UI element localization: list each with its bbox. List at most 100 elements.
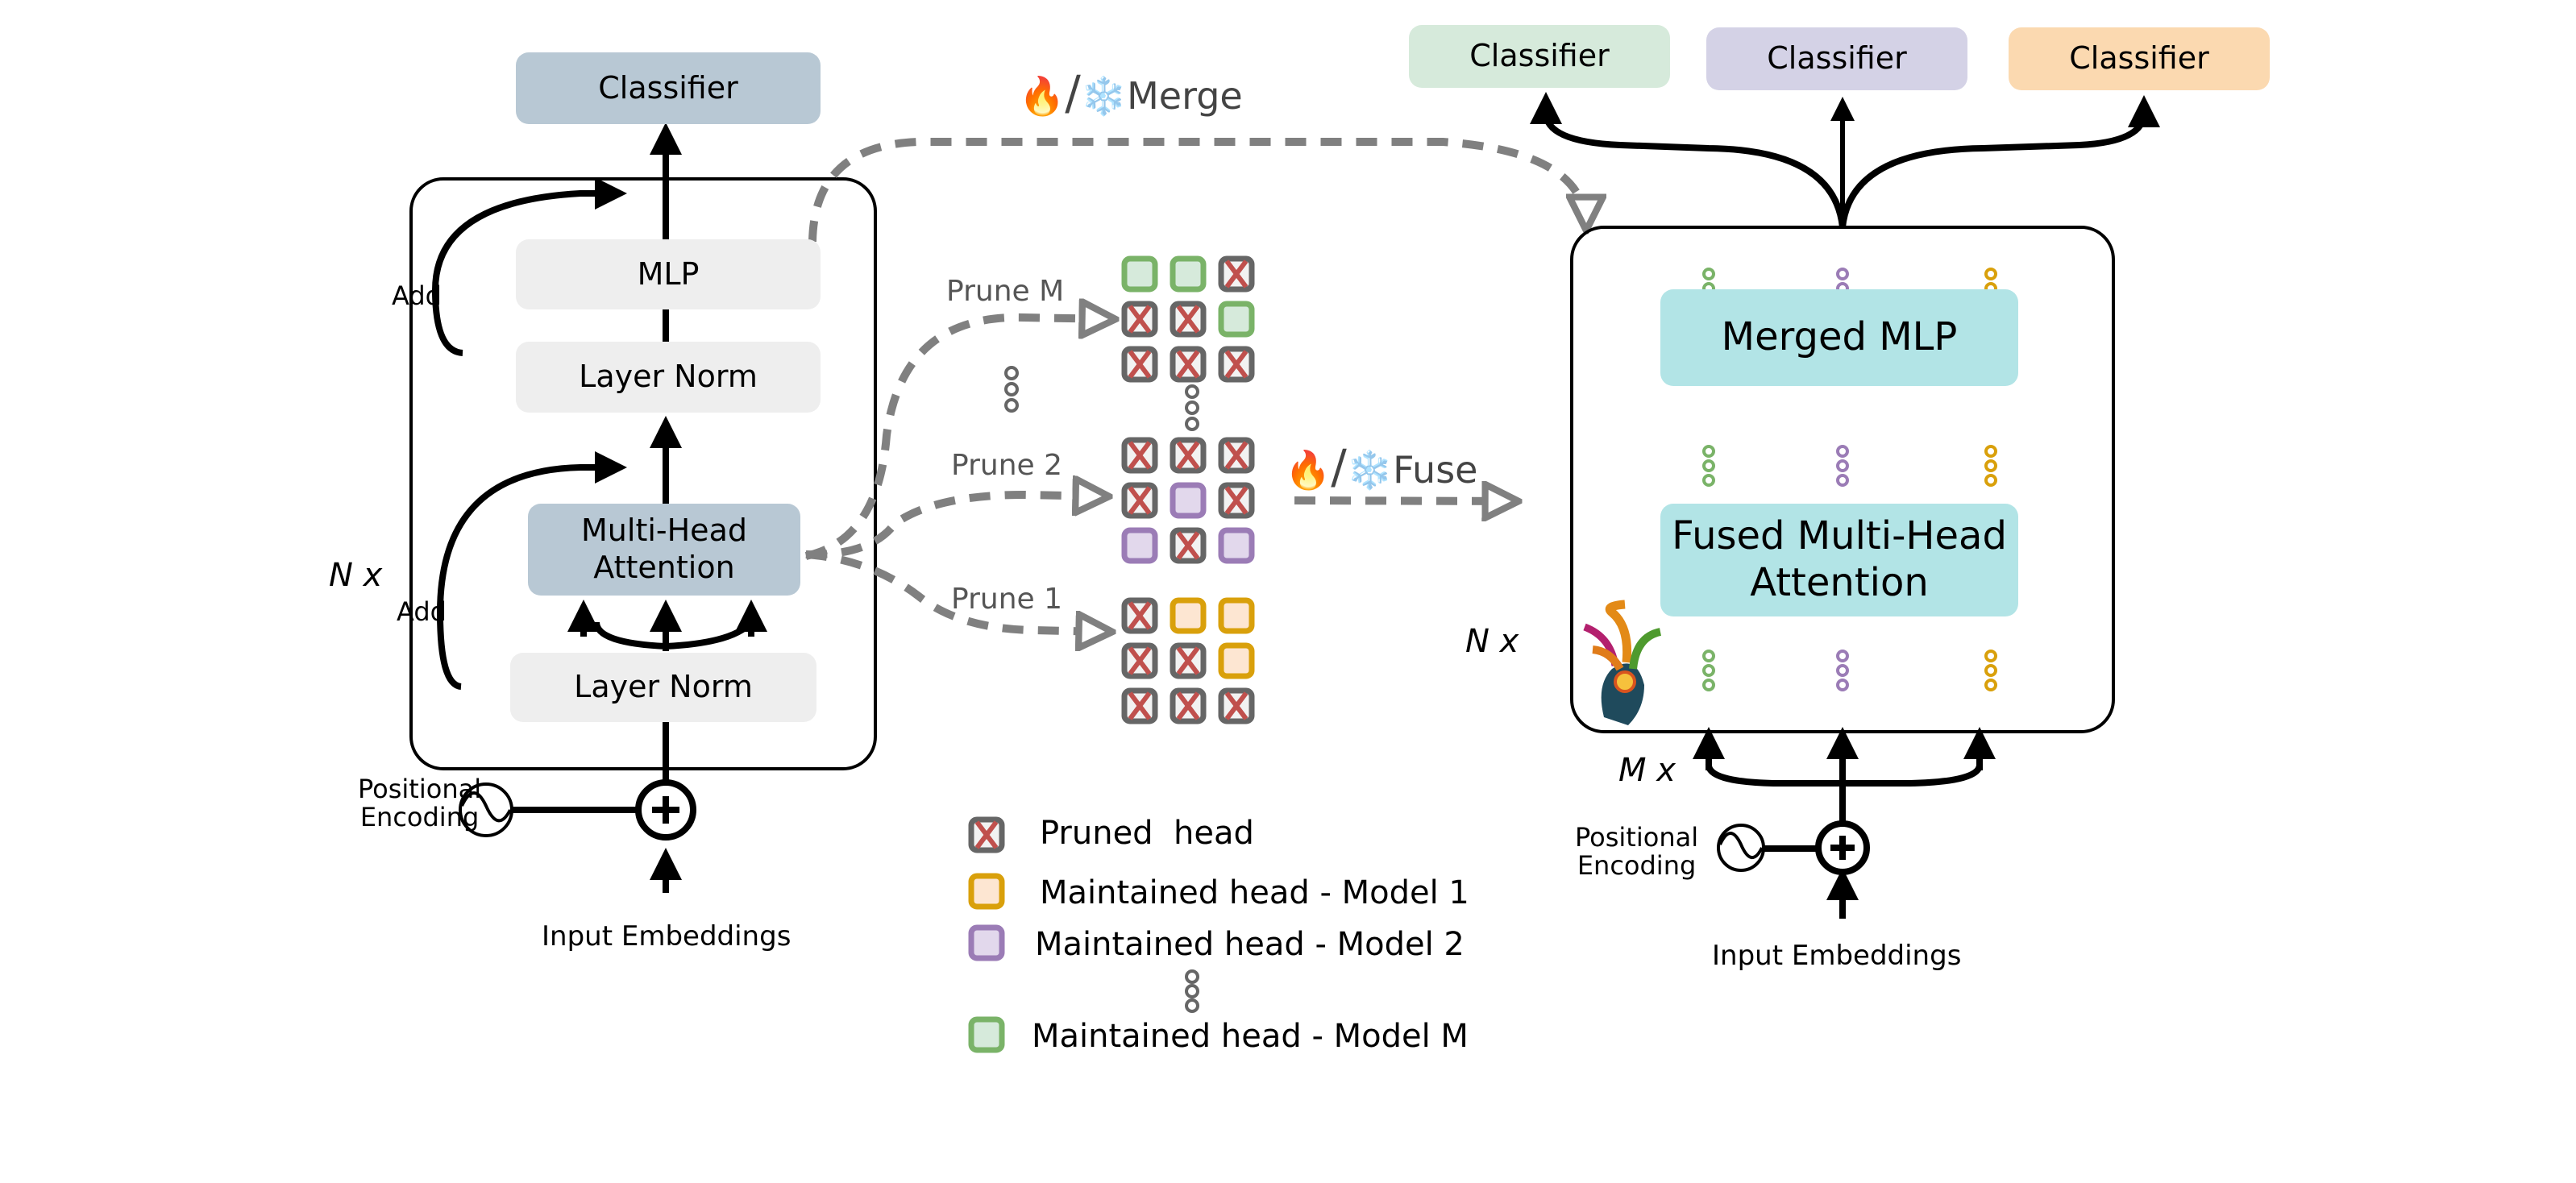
maintained-head-box [1218, 527, 1255, 564]
x-mark-icon [1224, 691, 1249, 720]
head-cell [1121, 301, 1158, 338]
classifier-box-model-m: Classifier [1409, 25, 1670, 88]
fuse-text: Fuse [1393, 448, 1478, 492]
fire-icon: 🔥 [1285, 448, 1332, 492]
snowflake-icon: ❄️ [1346, 448, 1394, 492]
snowflake-icon: ❄️ [1080, 74, 1128, 118]
head-cell [1121, 527, 1158, 564]
x-mark-icon [1224, 486, 1249, 515]
legend-icons [968, 816, 1005, 1053]
prune-2-label: Prune 2 [951, 449, 1063, 482]
fanin-curve [1706, 763, 1983, 787]
head-cell [1218, 597, 1255, 634]
maintained-head-box [968, 1016, 1005, 1053]
classifier-label: Classifier [1469, 38, 1610, 74]
hydra-icon [1583, 600, 1662, 725]
head-cell [1218, 255, 1255, 293]
positional-line2: Encoding [359, 802, 480, 833]
sine-wave [1718, 832, 1764, 859]
ellipsis-dot [1702, 650, 1715, 662]
merged-mlp-label: Merged MLP [1721, 314, 1958, 360]
left-classifier-box: Classifier [516, 52, 821, 124]
ellipsis-dot [1836, 664, 1849, 677]
ellipsis-dot [1702, 664, 1715, 677]
ellipsis-dot [1984, 445, 1997, 458]
x-mark-icon [1128, 486, 1152, 515]
x-mark-icon [1176, 441, 1200, 470]
maintained-head-box [968, 924, 1005, 961]
head-cell [1218, 437, 1255, 474]
residual-arrow-bottom [436, 451, 627, 690]
ellipsis-dot [1984, 268, 1997, 280]
x-mark-icon [1128, 350, 1152, 379]
head-cell [1121, 642, 1158, 679]
qkv-split [593, 620, 754, 652]
fused-mha-box: Fused Multi-Head Attention [1660, 504, 2018, 616]
ellipsis-dot [1836, 474, 1849, 487]
prune-m-grid [1121, 255, 1255, 383]
x-mark-icon [1224, 441, 1249, 470]
positional-line2: Encoding [1577, 850, 1697, 882]
fused-mha-line2: Attention [1750, 560, 1929, 605]
x-mark-icon [1176, 531, 1200, 560]
head-cell [1218, 527, 1255, 564]
repeat-n-label-right: N x [1465, 623, 1519, 660]
legend-icon-pruned [968, 816, 1005, 853]
head-cell [1121, 687, 1158, 724]
merge-path [808, 138, 1586, 243]
prune-1-path [805, 550, 1109, 632]
head-cell [1121, 482, 1158, 519]
hydra-neck-orange [1605, 600, 1632, 663]
dashed-flows [804, 138, 1586, 632]
right-model [1530, 92, 2160, 919]
hydra-core [1614, 670, 1636, 693]
positional-line1: Positional [358, 774, 482, 804]
ellipsis-dot [1702, 679, 1715, 691]
x-mark-icon [1176, 350, 1200, 379]
ellipsis-dots [1004, 366, 1199, 1013]
maintained-head-box [968, 873, 1005, 910]
classifier-label: Classifier [2069, 40, 2209, 77]
positional-line1: Positional [1575, 822, 1699, 853]
legend-icon-model1 [968, 873, 1005, 910]
dot [1185, 417, 1199, 431]
maintained-head-box [1170, 597, 1207, 634]
ellipsis-dot [1702, 268, 1715, 280]
left-encoder [409, 122, 877, 893]
merge-text: Merge [1127, 74, 1243, 118]
prune-m-path [804, 318, 1112, 560]
classifier-box-model-2: Classifier [1706, 27, 1967, 90]
residual-arrow-top [431, 177, 627, 356]
prune-m-label: Prune M [946, 275, 1065, 308]
x-mark-icon [974, 820, 999, 849]
dot [1185, 401, 1199, 415]
x-mark-icon [1128, 646, 1152, 675]
x-mark-icon [1128, 305, 1152, 334]
ellipsis-dot [1984, 664, 1997, 677]
head-cell [1121, 346, 1158, 383]
left-classifier-label: Classifier [598, 69, 738, 106]
repeat-m-label: M x [1618, 752, 1676, 789]
classifier-box-model-1: Classifier [2009, 27, 2270, 90]
prune-1-grid [1121, 597, 1255, 724]
ellipsis-dot [1702, 474, 1715, 487]
fanout-right [1839, 95, 2160, 228]
head-cell [1170, 255, 1207, 293]
ellipsis-dot [1836, 445, 1849, 458]
head-cell [1218, 642, 1255, 679]
head-cell [1170, 301, 1207, 338]
merged-mlp-box: Merged MLP [1660, 289, 2018, 386]
dot [1004, 398, 1019, 413]
fuse-label: 🔥/❄️Fuse [1285, 441, 1478, 493]
ellipsis-dot [1984, 459, 1997, 472]
positional-encoding-label-right: Positional Encoding [1575, 822, 1699, 882]
mlp-label: MLP [637, 255, 700, 292]
head-cell [1218, 346, 1255, 383]
repeat-n-label-left: N x [329, 557, 383, 594]
fire-icon: 🔥 [1019, 74, 1066, 118]
hydra-neck-green [1629, 628, 1662, 670]
mha-label-line2: Attention [593, 550, 735, 585]
head-cell [1170, 482, 1207, 519]
head-cell [1170, 597, 1207, 634]
